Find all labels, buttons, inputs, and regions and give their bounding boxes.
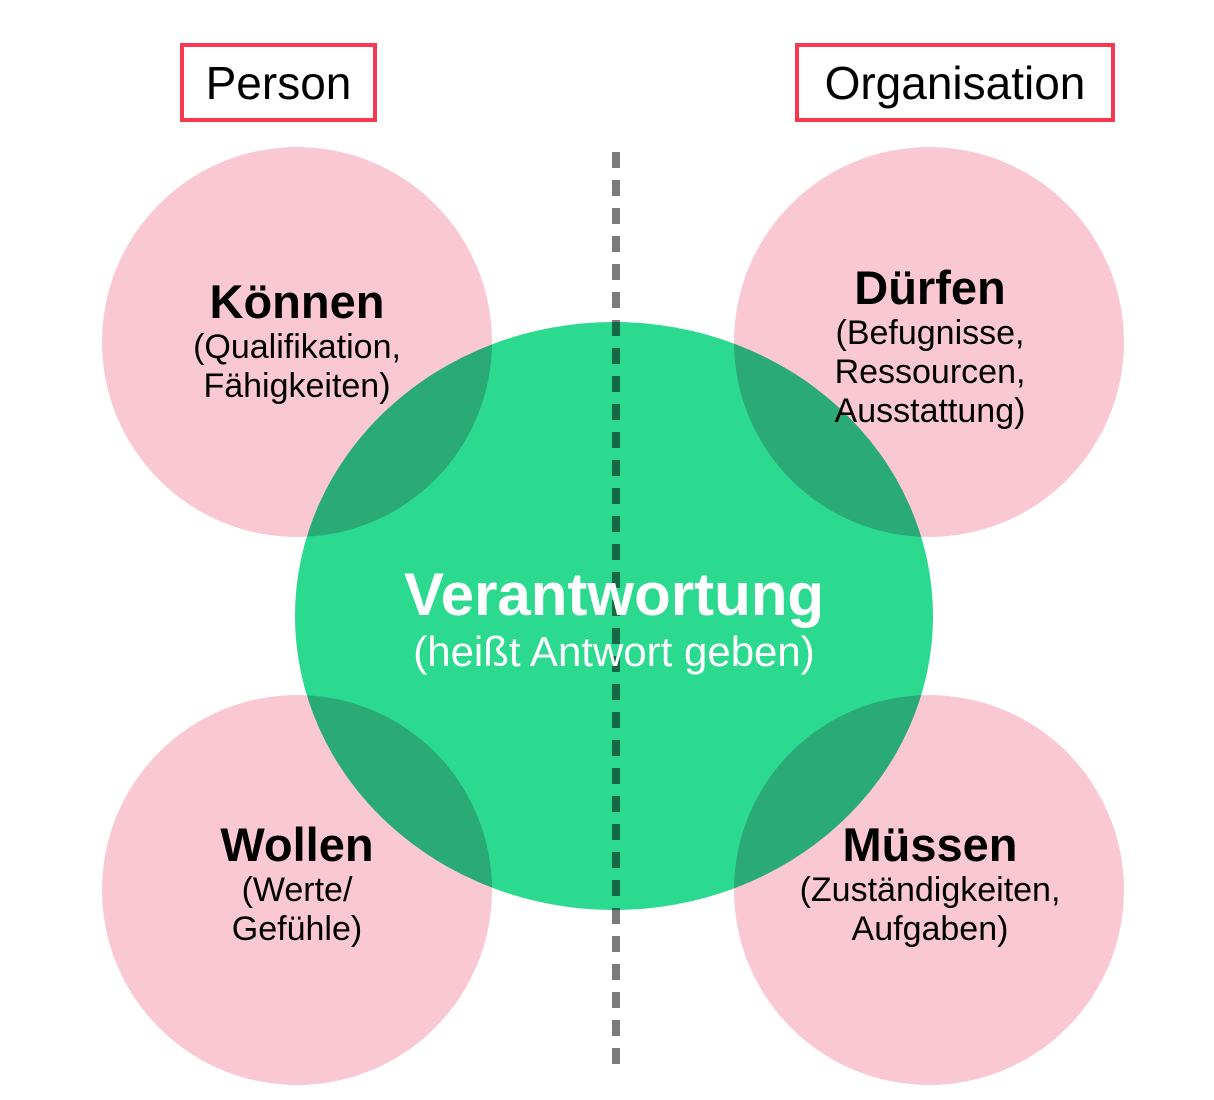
wollen-text-block: Wollen (Werte/ Gefühle) <box>107 819 487 949</box>
duerfen-subtitle-line: (Befugnisse, <box>835 314 1025 352</box>
muessen-subtitle-line: (Zuständigkeiten, <box>799 871 1061 909</box>
muessen-title: Müssen <box>842 818 1018 871</box>
duerfen-subtitle-line: Ressourcen, <box>834 353 1026 391</box>
koennen-subtitle: (Qualifikation, Fähigkeiten) <box>107 328 487 406</box>
verantwortung-text-block: Verantwortung (heißt Antwort geben) <box>334 563 894 677</box>
verantwortung-subtitle: (heißt Antwort geben) <box>334 627 894 677</box>
person-label-box: Person <box>180 43 377 122</box>
koennen-subtitle-line: Fähigkeiten) <box>203 367 391 405</box>
koennen-subtitle-line: (Qualifikation, <box>193 328 401 366</box>
duerfen-subtitle: (Befugnisse, Ressourcen, Ausstattung) <box>730 314 1130 431</box>
organisation-label: Organisation <box>824 56 1086 109</box>
muessen-text-block: Müssen (Zuständigkeiten, Aufgaben) <box>720 819 1140 949</box>
wollen-subtitle-line: (Werte/ <box>241 871 353 909</box>
person-label: Person <box>205 56 352 109</box>
koennen-text-block: Können (Qualifikation, Fähigkeiten) <box>107 276 487 406</box>
wollen-subtitle-line: Gefühle) <box>231 910 363 948</box>
muessen-subtitle: (Zuständigkeiten, Aufgaben) <box>720 871 1140 949</box>
verantwortung-subtitle-line: (heißt Antwort geben) <box>413 628 815 675</box>
wollen-title: Wollen <box>220 818 374 871</box>
duerfen-title: Dürfen <box>854 261 1006 314</box>
organisation-label-box: Organisation <box>795 43 1115 122</box>
wollen-subtitle: (Werte/ Gefühle) <box>107 871 487 949</box>
koennen-title: Können <box>209 275 385 328</box>
duerfen-subtitle-line: Ausstattung) <box>834 392 1026 430</box>
verantwortung-title: Verantwortung <box>403 561 825 628</box>
circle-verantwortung <box>295 322 933 910</box>
muessen-subtitle-line: Aufgaben) <box>851 910 1009 948</box>
duerfen-text-block: Dürfen (Befugnisse, Ressourcen, Ausstatt… <box>730 262 1130 431</box>
